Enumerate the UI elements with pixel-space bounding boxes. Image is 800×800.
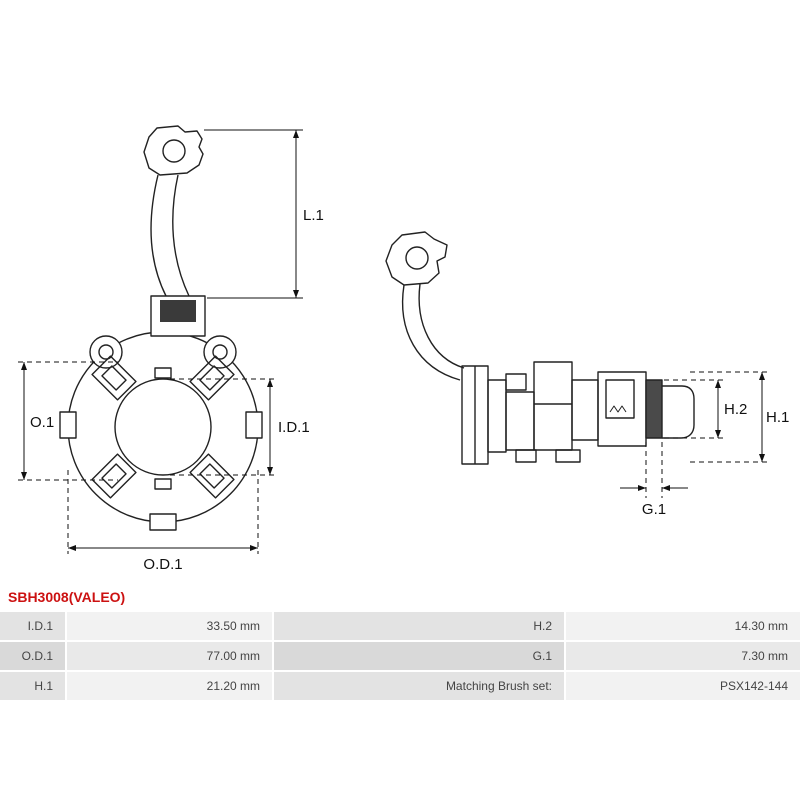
dim-label-l1: L.1: [303, 207, 324, 224]
front-plate-inner: [114, 378, 212, 476]
spec-row: H.1 21.20 mm Matching Brush set: PSX142-…: [0, 672, 800, 700]
dim-label-o1: O.1: [30, 414, 54, 431]
spec-value: 14.30 mm: [566, 612, 800, 640]
dim-label-id1: I.D.1: [278, 419, 310, 436]
side-lug: [385, 231, 448, 286]
spec-label: Matching Brush set:: [274, 672, 564, 700]
spec-row: O.D.1 77.00 mm G.1 7.30 mm: [0, 642, 800, 670]
front-wire: [150, 174, 167, 297]
spec-value: 77.00 mm: [67, 642, 272, 670]
spec-label: I.D.1: [0, 612, 65, 640]
side-wire: [402, 284, 461, 381]
dim-label-h2: H.2: [724, 401, 747, 418]
spec-value: 33.50 mm: [67, 612, 272, 640]
front-screw-hole-left: [98, 344, 114, 360]
front-view-drawing: [59, 125, 263, 531]
spec-value: 21.20 mm: [67, 672, 272, 700]
side-clip: [662, 385, 695, 439]
side-view-dimensions: [620, 371, 770, 498]
spec-value: PSX142-144: [566, 672, 800, 700]
front-brush-box: [189, 453, 235, 499]
front-screw-hole-right: [212, 344, 228, 360]
spec-table: I.D.1 33.50 mm H.2 14.30 mm O.D.1 77.00 …: [0, 612, 800, 700]
front-view-dimensions: [18, 129, 303, 554]
dim-label-g1: G.1: [642, 501, 666, 518]
part-number: SBH3008(VALEO): [8, 589, 126, 605]
spec-label: H.1: [0, 672, 65, 700]
spec-label: O.D.1: [0, 642, 65, 670]
side-lug-hole: [405, 246, 429, 270]
front-brush-box: [91, 453, 137, 499]
front-lug: [143, 125, 204, 176]
front-lug-hole: [162, 139, 186, 163]
spec-label: H.2: [274, 612, 564, 640]
dim-label-od1: O.D.1: [143, 556, 182, 573]
spec-row: I.D.1 33.50 mm H.2 14.30 mm: [0, 612, 800, 640]
side-view-drawing: [385, 231, 695, 465]
front-brush-box: [189, 355, 235, 401]
side-brush: [645, 379, 663, 439]
spec-label: G.1: [274, 642, 564, 670]
side-brush-housing: [597, 371, 647, 447]
spec-value: 7.30 mm: [566, 642, 800, 670]
dim-label-h1: H.1: [766, 409, 789, 426]
front-brush-box: [91, 355, 137, 401]
technical-drawing: L.1 I.D.1 O.1 O.D.1: [18, 125, 789, 573]
